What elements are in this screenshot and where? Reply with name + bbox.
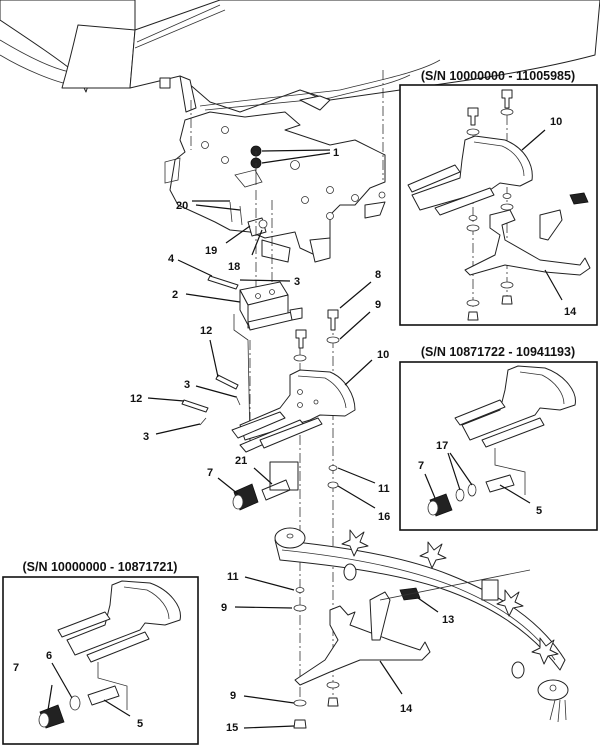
callout-20: 20 [176,200,188,212]
inset-title: (S/N 10000000 - 10871721) [23,560,178,574]
callout-10: 10 [377,349,389,361]
callout-19: 19 [205,245,217,257]
callout-3b: 3 [184,379,190,391]
callout-14: 14 [400,703,413,715]
machine-body [0,0,600,113]
fasteners-8-9 [293,309,340,362]
knob-assembly-main [232,461,339,511]
bracket-item-14 [294,569,531,686]
fasteners-bottom [293,587,340,729]
inset2-callout-7: 7 [418,460,424,472]
callout-11b: 11 [227,571,239,583]
callout-4: 4 [168,253,175,265]
inset1-callout-14: 14 [564,306,577,318]
callout-15: 15 [226,722,238,734]
squeegee-assembly [274,527,569,723]
callout-9a: 9 [375,299,381,311]
inset3-callout-5: 5 [137,718,143,730]
callout-13: 13 [442,614,454,626]
inset1-callout-10: 10 [550,116,562,128]
callout-12b: 12 [130,393,142,405]
callout-16: 16 [378,511,390,523]
inset-title: (S/N 10871722 - 10941193) [421,345,575,359]
callout-7: 7 [207,467,213,479]
callout-8: 8 [375,269,381,281]
bracket-item-10 [181,369,356,453]
inset-sn-10000000-11005985: (S/N 10000000 - 11005985) 10 14 [399,69,598,326]
inset2-callout-17: 17 [436,440,448,452]
callout-18: 18 [228,261,240,273]
inset3-callout-6: 6 [46,650,52,662]
callout-9b: 9 [221,602,227,614]
inset-sn-10871722-10941193: (S/N 10871722 - 10941193) 7 17 5 [399,345,598,531]
inset2-callout-5: 5 [536,505,542,517]
callout-3c: 3 [143,431,149,443]
inset3-callout-7: 7 [13,662,19,674]
inset-title: (S/N 10000000 - 11005985) [421,69,575,83]
frame-plate [164,111,386,263]
callout-9c: 9 [230,690,236,702]
callout-1: 1 [333,147,339,159]
inset-sn-10000000-10871721: (S/N 10000000 - 10871721) 7 6 5 [2,560,199,745]
callout-3a: 3 [294,276,300,288]
main-callouts: 1 20 19 18 4 3 2 8 9 12 10 3 12 3 7 21 [130,147,454,734]
callout-21: 21 [235,455,247,467]
callout-12a: 12 [200,325,212,337]
callout-11a: 11 [378,483,390,495]
callout-2: 2 [172,289,178,301]
bracket-item-2 [207,275,303,446]
